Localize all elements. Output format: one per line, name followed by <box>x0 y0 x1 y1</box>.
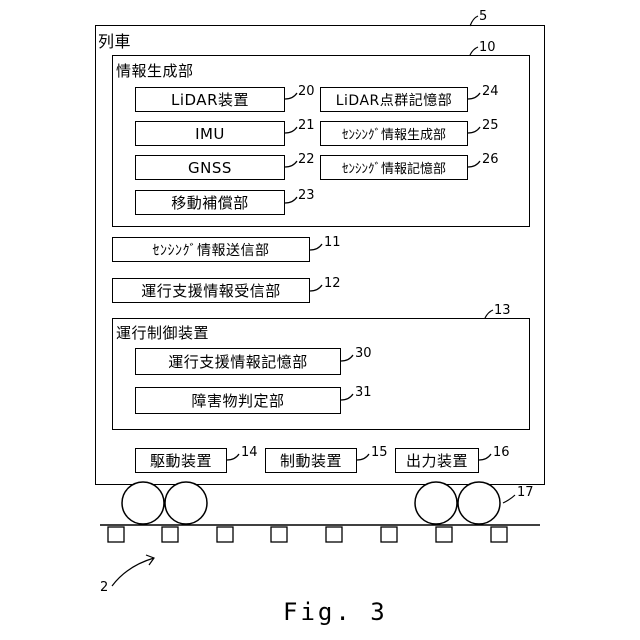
ref-control-unit: 13 <box>494 303 511 318</box>
wheel <box>165 482 207 524</box>
sleeper <box>491 527 507 542</box>
leader-14 <box>227 454 239 460</box>
ref-sensing-gen: 25 <box>482 118 499 133</box>
leader-13 <box>485 310 493 318</box>
leader-11 <box>310 244 322 250</box>
leader-23 <box>285 197 297 203</box>
leader-21 <box>285 127 297 133</box>
leader-16 <box>479 454 491 460</box>
sleeper <box>271 527 287 542</box>
leader-20 <box>285 93 297 99</box>
leader-24 <box>468 93 480 99</box>
leader-10 <box>470 47 478 55</box>
ref-lidar-storage: 24 <box>482 84 499 99</box>
ref-info-unit: 10 <box>479 40 496 55</box>
ref-sensing-tx: 11 <box>324 235 341 250</box>
leader-22 <box>285 161 297 167</box>
ref-sensing-storage: 26 <box>482 152 499 167</box>
leader-12 <box>310 285 322 291</box>
sleeper <box>217 527 233 542</box>
leader-15 <box>357 454 369 460</box>
wheel <box>458 482 500 524</box>
ref-gnss: 22 <box>298 152 315 167</box>
ref-drive: 14 <box>241 445 258 460</box>
leader-2 <box>112 558 154 586</box>
wheel <box>415 482 457 524</box>
wheel <box>122 482 164 524</box>
ref-imu: 21 <box>298 118 315 133</box>
leader-25 <box>468 127 480 133</box>
leader-5 <box>470 16 478 26</box>
ref-support-storage: 30 <box>355 346 372 361</box>
leader-30 <box>341 355 353 361</box>
ref-support-rx: 12 <box>324 276 341 291</box>
figure-caption: Fig. 3 <box>283 598 388 626</box>
sleeper <box>108 527 124 542</box>
leader-31 <box>341 394 353 400</box>
leader-26 <box>468 161 480 167</box>
ref-system: 2 <box>100 580 108 595</box>
leader-17 <box>503 495 515 503</box>
sleeper <box>381 527 397 542</box>
ref-motion-comp: 23 <box>298 188 315 203</box>
ref-output: 16 <box>493 445 510 460</box>
ref-train: 5 <box>479 9 487 24</box>
sleeper <box>326 527 342 542</box>
sleeper <box>162 527 178 542</box>
ref-brake: 15 <box>371 445 388 460</box>
sleeper <box>436 527 452 542</box>
ref-lidar: 20 <box>298 84 315 99</box>
ref-obstacle: 31 <box>355 385 372 400</box>
ref-wheels: 17 <box>517 485 534 500</box>
